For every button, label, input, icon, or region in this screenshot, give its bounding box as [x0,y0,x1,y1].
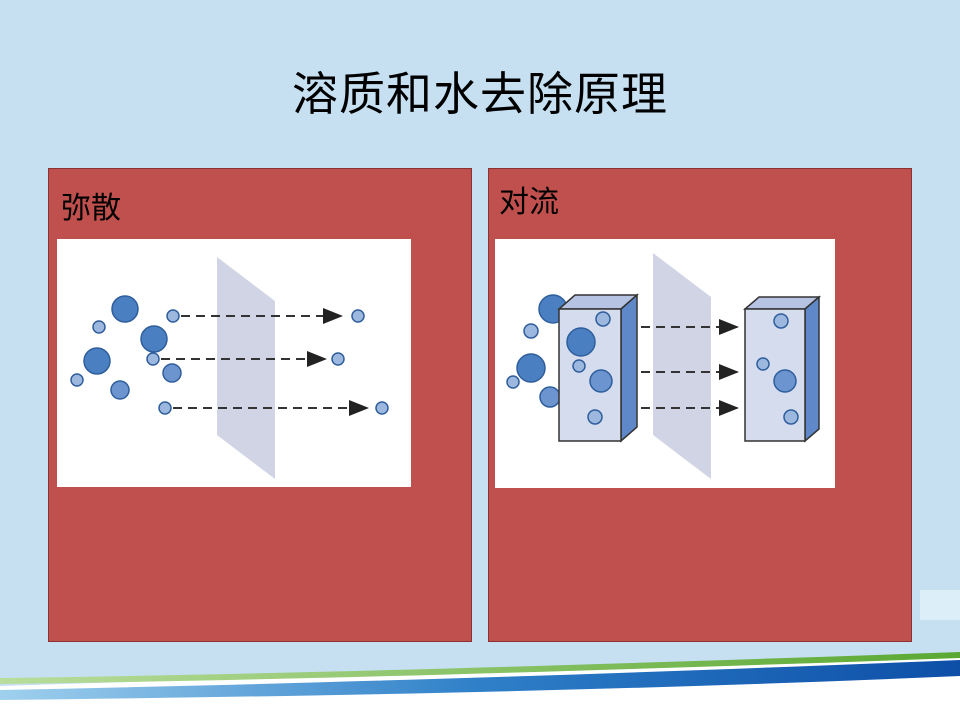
particle [351,309,365,323]
slide-title: 溶质和水去除原理 [292,67,668,121]
panel-convection: 对流 [488,168,912,642]
footer-swoosh [0,652,960,720]
fluid-block-left [557,293,639,443]
particle [140,325,168,353]
fluid-block-right [742,295,822,443]
particle [70,373,84,387]
convection-diagram-svg [506,253,822,479]
particle [92,320,106,334]
particle [375,401,389,415]
diffusion-diagram-svg [70,257,389,479]
particle [146,352,160,366]
particle [166,309,180,323]
convection-diagram [495,239,835,488]
membrane [653,253,711,479]
particle [158,401,172,415]
particle [83,347,111,375]
panel-label-convection: 对流 [499,185,559,220]
panel-diffusion: 弥散 [48,168,472,642]
particle [111,295,139,323]
diffusion-diagram [57,239,411,487]
particle [539,386,561,408]
particle [506,375,520,389]
particle [331,352,345,366]
particle [523,323,539,339]
corner-decoration [920,590,960,620]
membrane [217,257,275,479]
particle [162,363,182,383]
particle [110,380,130,400]
panel-label-diffusion: 弥散 [61,191,121,226]
particle [516,353,546,383]
